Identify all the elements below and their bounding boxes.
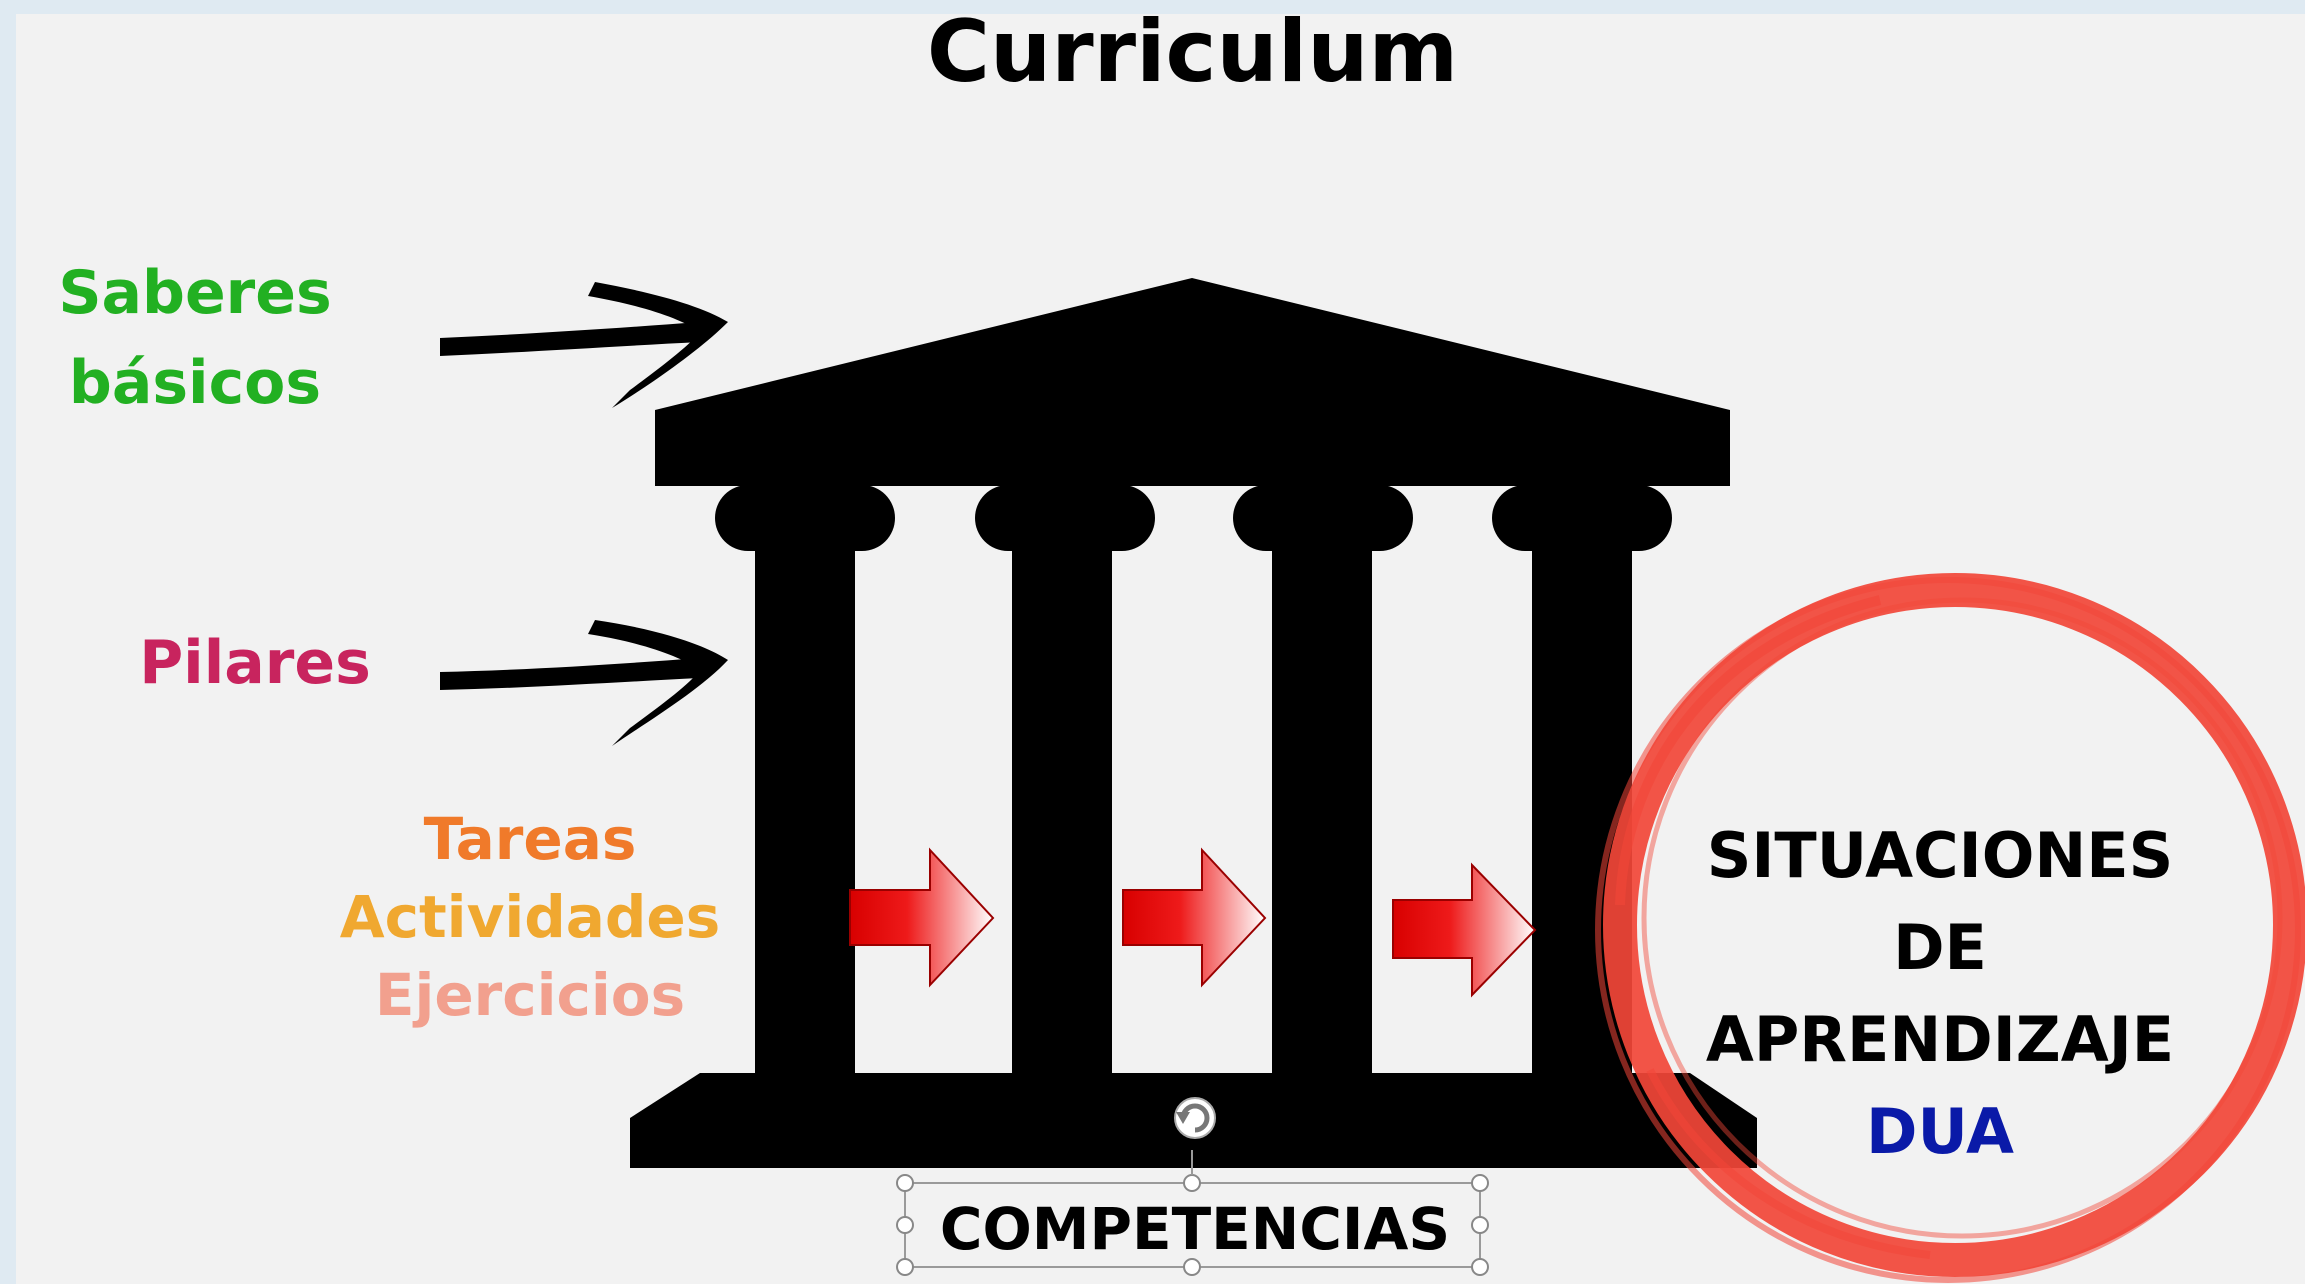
pillar-capital-3 xyxy=(1233,485,1413,551)
arrow-to-roof xyxy=(440,282,728,408)
situaciones-aprendizaje-label: SITUACIONES DE APRENDIZAJE DUA xyxy=(1660,810,2220,1178)
rotate-handle-icon[interactable] xyxy=(1174,1097,1216,1139)
resize-handle[interactable] xyxy=(1471,1174,1489,1192)
situaciones-ring xyxy=(1595,573,2305,1283)
resize-handle[interactable] xyxy=(1183,1174,1201,1192)
dua-label: DUA xyxy=(1866,1095,2014,1168)
situaciones-line-2: DE xyxy=(1893,911,1987,984)
saberes-line-2: básicos xyxy=(68,348,322,418)
resize-handle[interactable] xyxy=(896,1216,914,1234)
slide-title: Curriculum xyxy=(926,2,1459,102)
arrow-to-pillars xyxy=(440,620,728,746)
competencias-textbox[interactable]: COMPETENCIAS xyxy=(939,1195,1451,1263)
slide-background xyxy=(16,14,2305,1284)
pillar-capital-2 xyxy=(975,485,1155,551)
red-arrow-1 xyxy=(849,847,995,988)
saberes-line-1: Saberes xyxy=(58,258,332,328)
ejercicios-label: Ejercicios xyxy=(374,961,686,1029)
resize-handle[interactable] xyxy=(1183,1258,1201,1276)
pillar-1 xyxy=(755,540,855,1080)
pilares-label: Pilares xyxy=(139,628,371,698)
actividades-label: Actividades xyxy=(339,883,721,951)
tareas-label: Tareas xyxy=(423,805,637,873)
red-arrow-2 xyxy=(1122,847,1267,988)
resize-handle[interactable] xyxy=(896,1174,914,1192)
situaciones-line-1: SITUACIONES xyxy=(1706,819,2174,892)
tareas-actividades-ejercicios-label: Tareas Actividades Ejercicios xyxy=(320,800,740,1034)
pillar-2 xyxy=(1012,540,1112,1080)
pillar-3 xyxy=(1272,540,1372,1080)
resize-handle[interactable] xyxy=(1471,1216,1489,1234)
resize-handle[interactable] xyxy=(1471,1258,1489,1276)
pillar-capital-4 xyxy=(1492,485,1672,551)
pillar-capital-1 xyxy=(715,485,895,551)
resize-handle[interactable] xyxy=(896,1258,914,1276)
situaciones-line-3: APRENDIZAJE xyxy=(1705,1003,2175,1076)
temple-roof xyxy=(655,278,1730,486)
red-arrow-3 xyxy=(1392,862,1537,998)
selection-frame[interactable] xyxy=(896,1150,1489,1276)
saberes-basicos-label: Saberes básicos xyxy=(30,248,360,428)
